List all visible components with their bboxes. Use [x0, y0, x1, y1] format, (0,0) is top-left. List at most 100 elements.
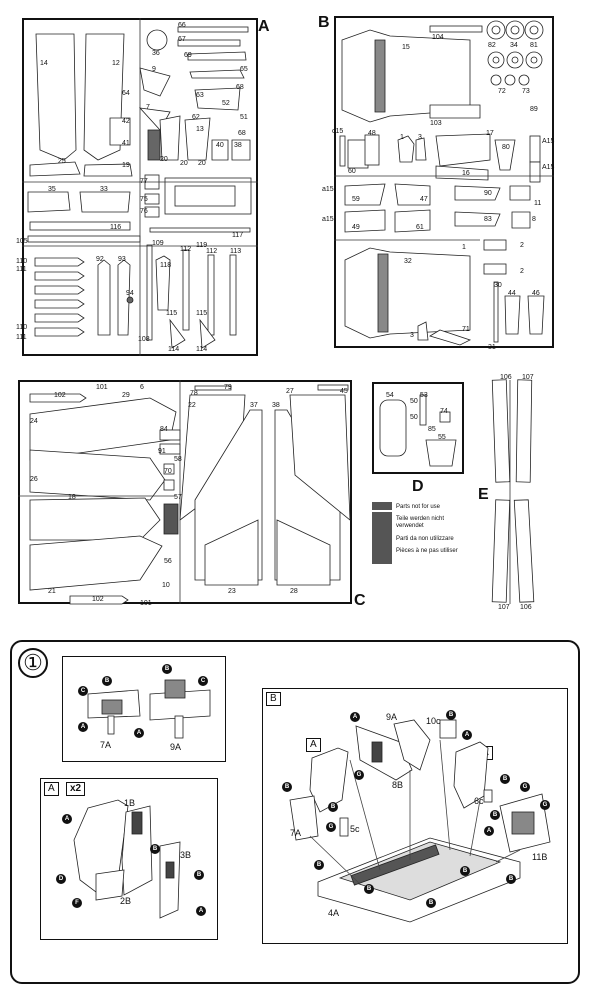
sprue-b-part-81: 81 [530, 42, 538, 49]
seat-callout-f: F [72, 898, 82, 908]
sprue-c-part-6: 6 [140, 384, 144, 391]
cockpit-panel-b [262, 688, 568, 944]
sprue-b-part-90: 90 [484, 190, 492, 197]
sprue-c-part-27: 27 [286, 388, 294, 395]
step-number: ① [18, 648, 48, 678]
sprue-c-part-22: 22 [188, 402, 196, 409]
sprue-a-part-115: 115 [166, 310, 178, 317]
cockpit-callout-13: B [314, 860, 324, 870]
label-1b: 1B [124, 798, 136, 808]
sprue-e-part-106: 106 [500, 374, 512, 381]
sprue-c-part-78: 78 [190, 390, 198, 397]
cockpit-label-8b: 8B [392, 780, 404, 790]
callout-a-1: A [78, 722, 88, 732]
sprue-a-part-117: 117 [232, 232, 244, 239]
sprue-b-part-104: 104 [432, 34, 444, 41]
cockpit-callout-6: B [446, 710, 456, 720]
cockpit-callout-9: G [520, 782, 530, 792]
sprue-d-part-50: 50 [410, 398, 418, 405]
sprue-a-part-111b: 111 [16, 334, 27, 341]
sprue-a-part-112: 112 [180, 246, 192, 253]
sprue-b-part-3: 3 [418, 134, 422, 141]
sprue-a-part-115b: 115 [196, 310, 208, 317]
cockpit-sub-tag-a-left: A [306, 738, 321, 752]
sprue-b-part-A15: A15 [542, 138, 555, 145]
sprue-a-part-36: 36 [152, 50, 160, 57]
cockpit-callout-15: B [426, 898, 436, 908]
sprue-b-part-1: 1 [400, 134, 404, 141]
sprue-a-part-20: 20 [160, 156, 168, 163]
sprue-e-part-107: 107 [522, 374, 534, 381]
sprue-b-part-80: 80 [502, 144, 510, 151]
legend-swatch-1 [372, 502, 392, 510]
sprue-e-part-107b: 107 [498, 604, 510, 611]
sprue-b-part-2: 2 [520, 242, 524, 249]
seat-panel-a-multiplier: x2 [66, 782, 86, 796]
sprue-b-part-17: 17 [486, 130, 494, 137]
sprue-a-part-63: 63 [196, 92, 204, 99]
cockpit-callout-10: B [490, 810, 500, 820]
sprue-a-part-110: 110 [16, 258, 28, 265]
seat-panel-a-tag: A [44, 782, 59, 796]
sprue-c-part-10: 10 [162, 582, 170, 589]
cockpit-callout-12: G [540, 800, 550, 810]
cockpit-callout-14: B [364, 884, 374, 894]
sprue-b-part-a15: a15 [322, 186, 334, 193]
label-9a: 9A [170, 742, 182, 752]
sprue-b-part-89: 89 [530, 106, 538, 113]
legend-text-1: Parts not for use [396, 504, 441, 510]
cockpit-callout-1: A [350, 712, 360, 722]
sprue-d-part-50b: 50 [410, 414, 418, 421]
sprue-a-part-93: 93 [118, 256, 126, 263]
sprue-a-part-108: 108 [138, 336, 150, 343]
sprue-b-part-3b: 3 [410, 332, 414, 339]
sprue-c-letter: C [354, 592, 366, 609]
cockpit-label-7a: 7A [290, 828, 302, 838]
sprue-b-part-71: 71 [462, 326, 470, 333]
sprue-c-part-45: 45 [340, 388, 348, 395]
sprue-c-part-79: 79 [224, 384, 232, 391]
sprue-c-part-57: 57 [174, 494, 182, 501]
sprue-b-part-2b: 2 [520, 268, 524, 275]
legend-text-4: Pièces à ne pas utiliser [396, 548, 458, 554]
sprue-c-part-29: 29 [122, 392, 130, 399]
seat-panel-a [40, 778, 218, 940]
seat-callout-b: B [150, 844, 160, 854]
sprue-c-part-26: 26 [30, 476, 38, 483]
seat-callout-d: D [56, 874, 66, 884]
sprue-a-part-114b: 114 [196, 346, 208, 353]
sprue-b-part-48: 48 [368, 130, 376, 137]
sprue-a-part-105: 105 [16, 238, 28, 245]
sprue-c-part-58: 58 [174, 456, 182, 463]
label-3b: 3B [180, 850, 192, 860]
sprue-a-part-75: 75 [140, 196, 148, 203]
sprue-a-part-19: 19 [122, 162, 130, 169]
sprue-c-part-56: 56 [164, 558, 172, 565]
sprue-b-part-34: 34 [510, 42, 518, 49]
sprue-a-part-40: 40 [216, 142, 224, 149]
cockpit-callout-3: B [282, 782, 292, 792]
callout-b-1: B [102, 676, 112, 686]
sprue-a-part-68: 68 [236, 84, 244, 91]
sprue-d-part-55: 55 [438, 434, 446, 441]
sprue-a-part-76: 76 [140, 208, 148, 215]
sprue-b-part-11: 11 [534, 200, 542, 207]
sprue-b-part-72: 72 [498, 88, 506, 95]
sprue-d-part-54: 54 [386, 392, 394, 399]
sprue-a-part-42: 42 [122, 118, 130, 125]
sprue-b-part-47: 47 [420, 196, 428, 203]
cockpit-label-6c: 6c [474, 796, 484, 806]
sprue-b-part-A15b: A15 [542, 164, 555, 171]
seat-callout-a2: A [196, 906, 206, 916]
callout-b-2: B [162, 664, 172, 674]
sprue-c-part-101: 101 [96, 384, 108, 391]
sprue-b-part-c15: c15 [332, 128, 344, 135]
sprue-b-part-83: 83 [484, 216, 492, 223]
sprue-c-part-18: 18 [68, 494, 76, 501]
